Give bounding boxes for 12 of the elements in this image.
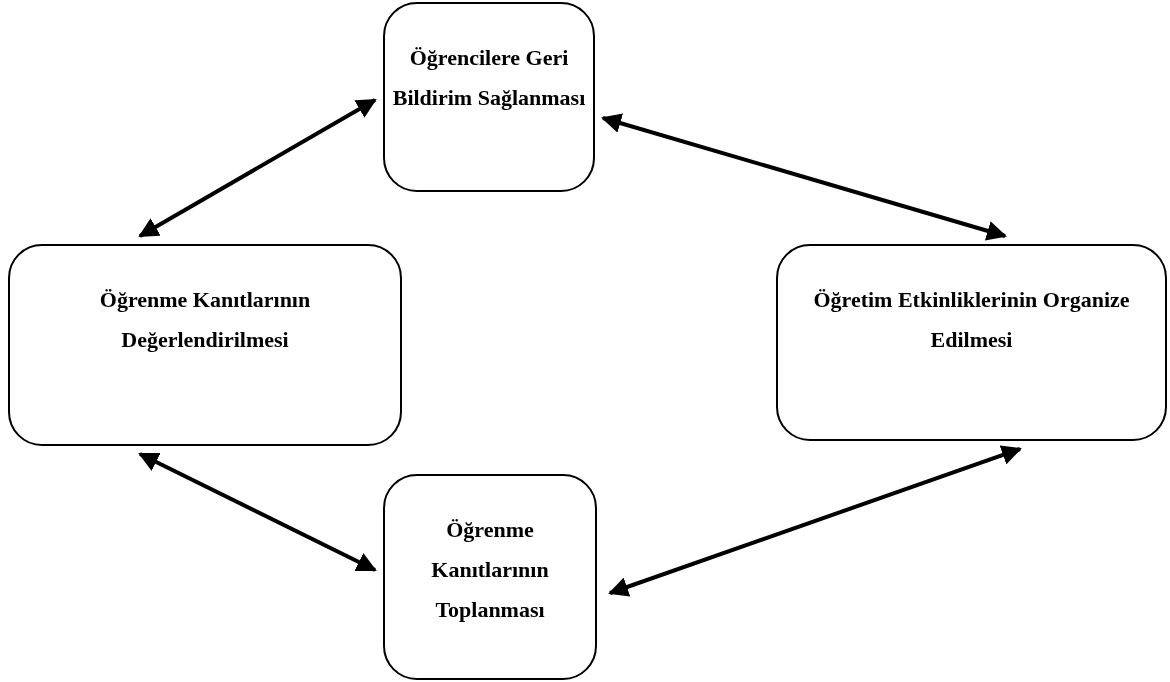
double-arrow (138, 98, 377, 238)
rounded-box (8, 244, 402, 446)
rounded-box (776, 244, 1167, 441)
rounded-box (383, 474, 597, 680)
box-label: Öğrenme Kanıtlarının Toplanması (430, 516, 550, 624)
double-arrow (608, 445, 1022, 597)
rounded-box (383, 2, 595, 192)
box-label: Öğrencilere Geri Bildirim Sağlanması (391, 44, 587, 112)
box-label: Öğrenme Kanıtlarının Değerlendirilmesi (98, 286, 312, 354)
box-label: Öğretim Etkinliklerinin Organize Edilmesi (812, 286, 1131, 354)
double-arrow (138, 452, 377, 572)
double-arrow (601, 113, 1007, 241)
